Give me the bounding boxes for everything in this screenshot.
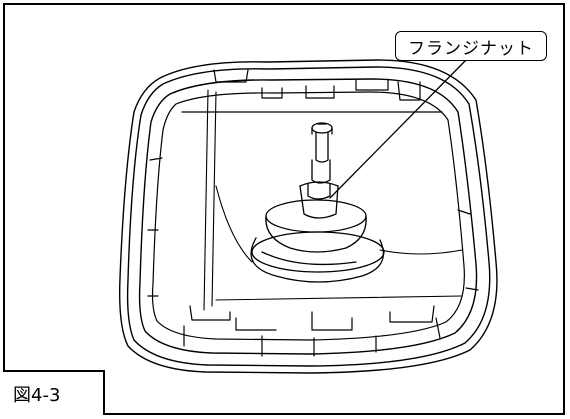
tray-outer-rim xyxy=(119,59,498,374)
spindle-base xyxy=(250,199,385,283)
tray-inner-rim xyxy=(151,91,465,341)
callout-leader-line xyxy=(329,57,469,199)
figure-number-label: 図4-3 xyxy=(3,370,105,415)
flange-nut-callout: フランジナット xyxy=(395,31,547,61)
tray-bottom-ribs xyxy=(147,157,479,357)
tray-partitions xyxy=(203,89,463,311)
figure-frame xyxy=(3,3,565,415)
tray-top-notches xyxy=(213,69,421,101)
spindle-shaft xyxy=(299,122,339,219)
